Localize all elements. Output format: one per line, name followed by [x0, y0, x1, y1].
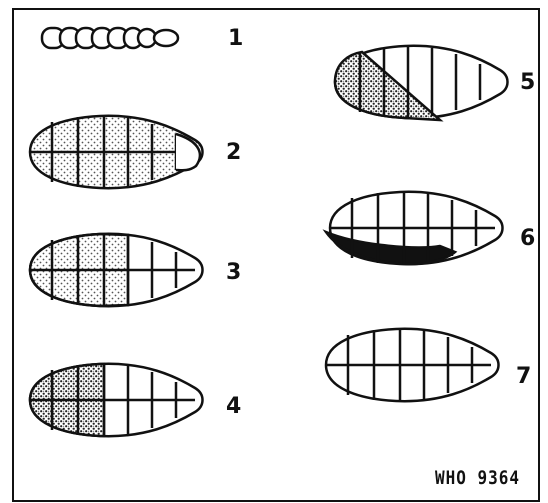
larva-stage-5 [335, 46, 508, 120]
stage-label-5: 5 [520, 72, 535, 94]
larva-stage-6 [326, 192, 503, 264]
stage-label-2: 2 [226, 142, 241, 164]
stage-label-7: 7 [516, 366, 531, 388]
larva-stage-3 [30, 234, 203, 306]
larva-stage-4 [30, 364, 203, 436]
stage-label-6: 6 [520, 228, 535, 250]
stage-label-1: 1 [228, 28, 243, 50]
larva-stage-2 [30, 116, 203, 188]
larva-stage-1 [42, 28, 178, 48]
figure-credit: WHO 9364 [435, 467, 520, 489]
stage-label-3: 3 [226, 262, 241, 284]
larva-stage-7 [326, 329, 499, 401]
stage-label-4: 4 [226, 396, 241, 418]
